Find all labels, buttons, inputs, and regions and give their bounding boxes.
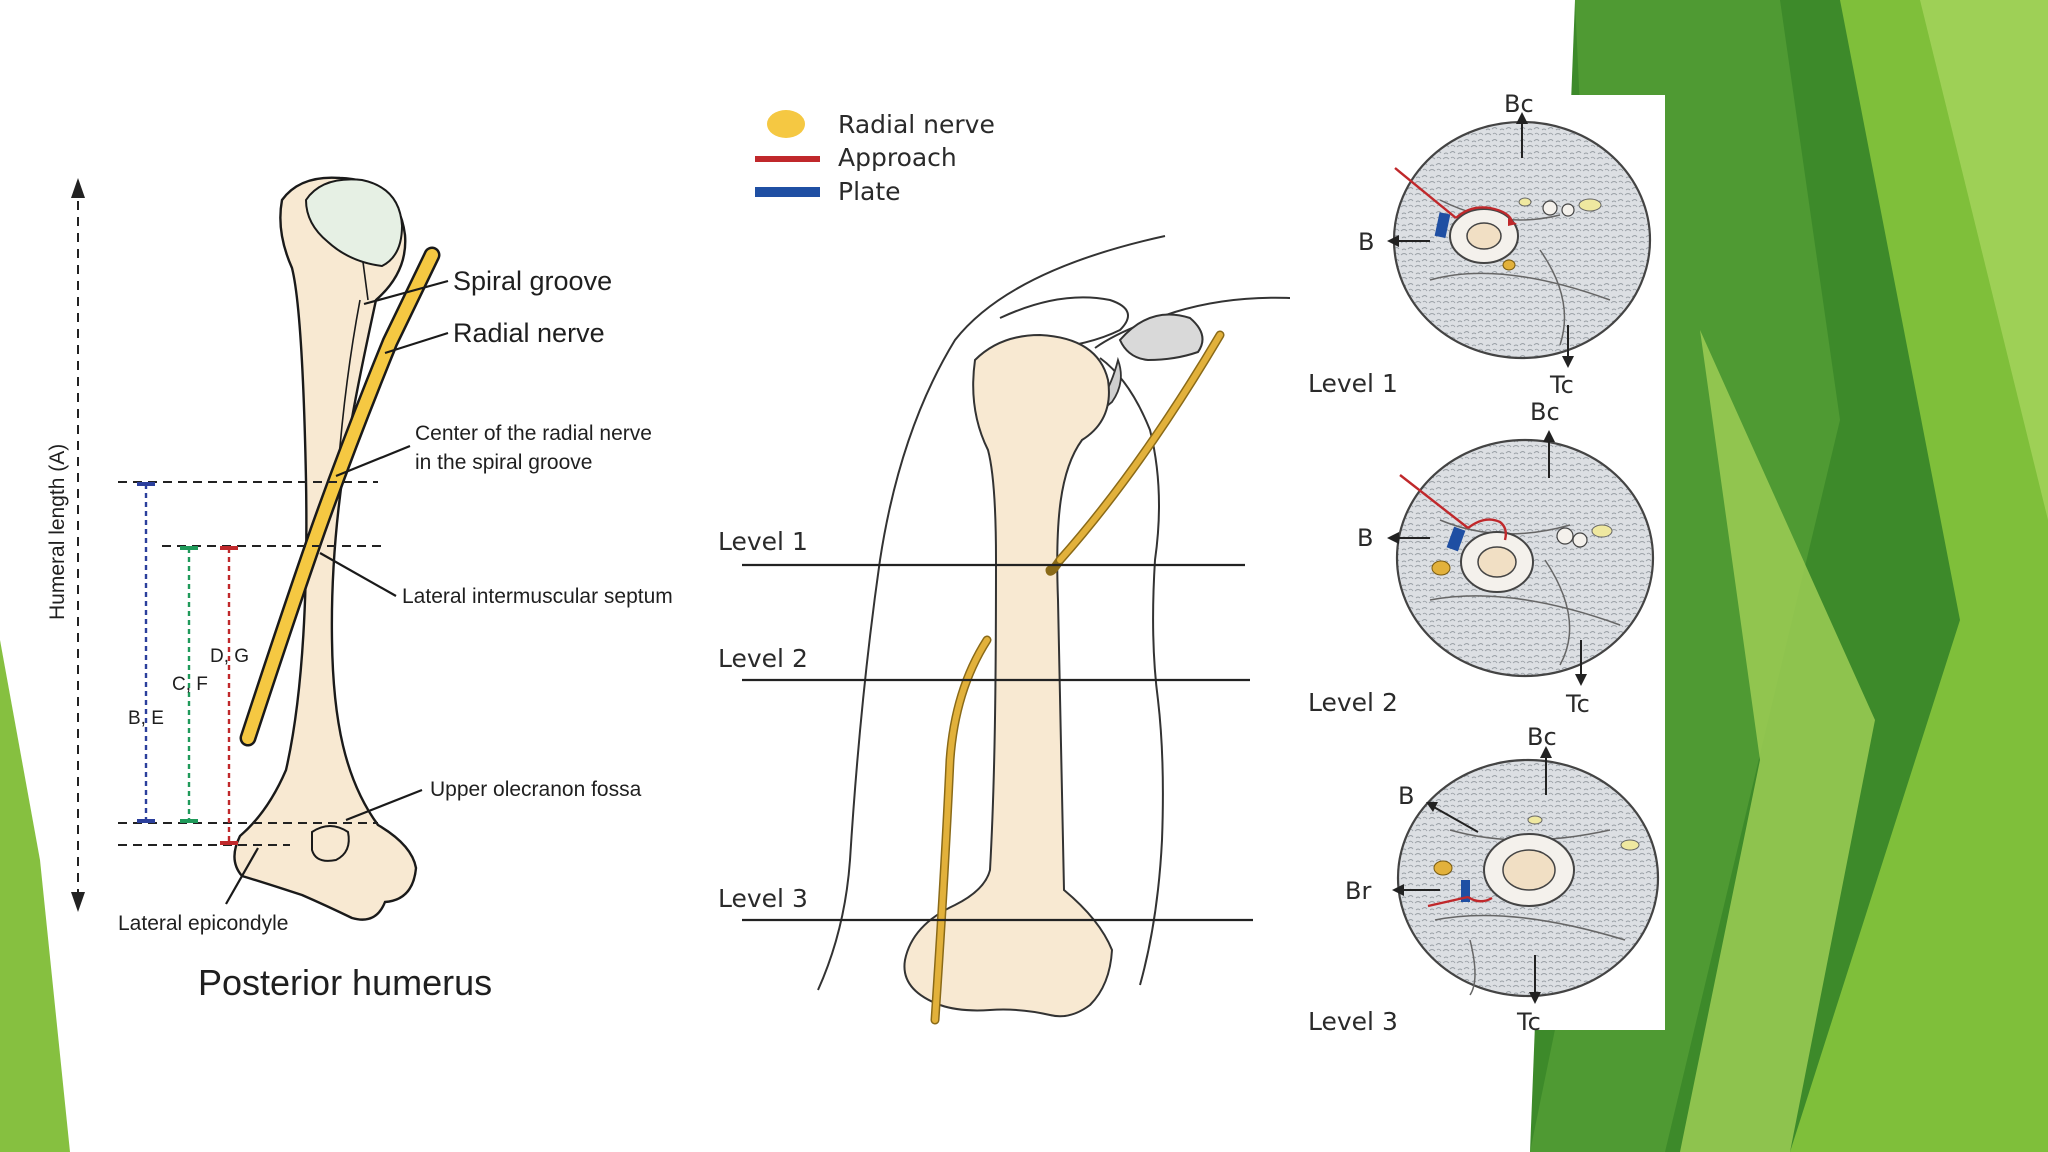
legend: Radial nerve Approach Plate [755,110,995,206]
arrow-down-icon [1529,992,1541,1004]
humerus-anterior [903,333,1114,1018]
radial-nerve-dot-icon [767,110,805,138]
cross-section-level-3: Bc Tc B Br Level 3 [1308,723,1660,1036]
cross-section-level-1: Bc Tc B Level 1 [1308,90,1652,399]
posterior-humerus-panel: Humeral length (A) [46,176,673,1003]
legend-label-radial-nerve: Radial nerve [838,110,995,139]
humeral-head [304,178,404,268]
label-br: Br [1345,877,1371,905]
label-b: B [1357,524,1373,552]
arm-outline-medial [817,235,1166,991]
cross-section-level-2: Bc Tc B Level 2 [1308,398,1655,718]
section-level-label: Level 1 [1308,369,1398,398]
plate-marker [1461,880,1470,902]
axis-arrow-down-icon [71,892,85,912]
label-radial-nerve: Radial nerve [453,318,605,348]
measurement-cf [180,546,198,823]
clavicle-outline [999,296,1129,351]
label-tc: Tc [1516,1008,1541,1036]
plate-bar-icon [755,187,820,197]
humeral-length-label: Humeral length (A) [46,444,69,620]
arrow-down-icon [1575,674,1587,686]
level-2-label: Level 2 [718,644,808,673]
leader-spiral-groove [363,279,449,306]
measurement-dg [220,546,238,845]
leader-radial-nerve [384,331,449,355]
legend-label-plate: Plate [838,177,901,206]
arm-levels-panel: Level 1 Level 2 Level 3 [718,235,1321,1025]
arrow-upleft-icon [1426,802,1438,812]
measurement-be [137,482,155,823]
shaft-contour-line [362,261,369,301]
label-center-nerve-line1: Center of the radial nerve [415,422,652,445]
level-1-label: Level 1 [718,527,808,556]
shoulder-outline [1094,296,1321,349]
leader-septum [319,552,397,597]
label-olecranon: Upper olecranon fossa [430,778,642,801]
leader-center-nerve [335,444,411,478]
label-bc: Bc [1527,723,1557,751]
section-level-label: Level 3 [1308,1007,1398,1036]
legend-label-approach: Approach [838,143,957,172]
arrow-up-icon [1540,746,1552,758]
plate-marker [1446,526,1466,552]
leader-epicondyle [225,847,259,905]
label-center-nerve-line2: in the spiral groove [415,451,592,474]
measurement-cf-label: C, F [172,674,208,695]
radial-nerve-upper-fill [1057,332,1223,563]
humerus-bone [233,176,418,921]
arm-outline-lateral [1099,357,1164,986]
label-spiral-groove: Spiral groove [453,266,612,296]
glenoid [1118,313,1204,362]
arrow-up-icon [1543,430,1555,442]
axis-arrow-up-icon [71,178,85,198]
label-b: B [1398,782,1414,810]
plate-marker [1434,212,1451,238]
arrow-down-icon [1562,356,1574,368]
arrow-up-icon [1516,112,1528,124]
approach-line-icon [755,156,820,162]
label-septum: Lateral intermuscular septum [402,585,673,608]
arrow-left-icon [1387,235,1399,247]
arrow-left-icon [1392,884,1404,896]
level-3-label: Level 3 [718,884,808,913]
label-bc: Bc [1504,90,1534,118]
radial-nerve-fill [242,249,438,744]
section-level-label: Level 2 [1308,688,1398,717]
olecranon-fossa [311,825,350,862]
label-epicondyle: Lateral epicondyle [118,912,288,935]
panel-caption: Posterior humerus [198,962,492,1003]
measurement-dg-label: D, G [210,646,249,667]
label-tc: Tc [1565,690,1590,718]
measurement-be-label: B, E [128,708,164,729]
arrow-left-icon [1387,532,1399,544]
label-bc: Bc [1530,398,1560,426]
label-tc: Tc [1549,371,1574,399]
leader-olecranon [345,788,423,822]
label-b: B [1358,228,1374,256]
